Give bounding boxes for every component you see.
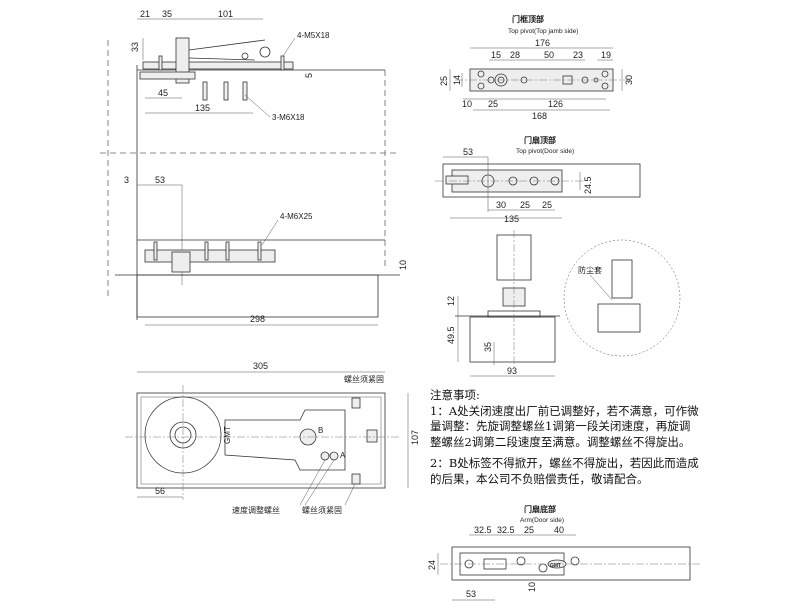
dim-49-5: 49.5 bbox=[446, 326, 456, 344]
dim-45: 45 bbox=[158, 88, 168, 98]
label-speed-adjust-screw: 速度调整螺丝 bbox=[232, 505, 280, 515]
side-elevation: 21 35 101 33 45 135 5 4-M5X18 3-M6X18 3 … bbox=[100, 9, 408, 326]
closer-zoom-body bbox=[597, 303, 641, 333]
top-door-title: 门扇顶部 bbox=[524, 135, 556, 145]
speed-screw-1 bbox=[320, 451, 330, 461]
dim-32-5: 32.5 bbox=[497, 525, 515, 535]
dim-40: 40 bbox=[554, 525, 564, 535]
dim-135: 135 bbox=[195, 103, 210, 113]
marker-a: A bbox=[340, 451, 346, 460]
section-detail: 12 49.5 35 93 防尘套 bbox=[446, 230, 681, 377]
screw-label-m5x18: 4-M5X18 bbox=[297, 31, 330, 40]
dim-93: 93 bbox=[507, 366, 517, 376]
plan-dimension-lines bbox=[137, 371, 409, 506]
dim-10: 10 bbox=[527, 582, 537, 592]
dim-305: 305 bbox=[253, 361, 268, 371]
arm-title: 门扇底部 bbox=[524, 504, 556, 514]
dim-25: 25 bbox=[439, 76, 449, 86]
dim-168: 168 bbox=[532, 111, 547, 121]
dim-24-5: 24.5 bbox=[583, 176, 593, 194]
top-door-subtitle: Top pivot(Door side) bbox=[516, 148, 574, 155]
dim-10: 10 bbox=[462, 99, 472, 109]
notes-heading: 注意事项: bbox=[430, 388, 480, 402]
label-screw-fasten-top: 螺丝须紧固 bbox=[344, 374, 384, 384]
floor-box bbox=[136, 274, 379, 318]
screws-m6x18 bbox=[202, 81, 248, 101]
door-rail bbox=[442, 163, 641, 198]
notes-panel: 注意事项: 1：A处关闭速度出厂前已调整好，若不满意，可作微量调整：先旋调整螺丝… bbox=[430, 388, 700, 493]
dim-56: 56 bbox=[155, 486, 165, 496]
top-plate bbox=[142, 61, 294, 70]
dim-50: 50 bbox=[544, 50, 554, 60]
dim-35: 35 bbox=[483, 342, 493, 352]
bottom-strap bbox=[144, 249, 276, 263]
arm-line bbox=[188, 39, 266, 51]
dim-32-5: 32.5 bbox=[474, 525, 492, 535]
dimension-lines bbox=[137, 18, 378, 326]
dim-28: 28 bbox=[510, 50, 520, 60]
screw-label-m6x18: 3-M6X18 bbox=[272, 113, 305, 122]
dim-3: 3 bbox=[124, 175, 129, 185]
screw-label-m6x25: 4-M6X25 bbox=[280, 212, 313, 221]
note-item-1: 1：A处关闭速度出厂前已调整好，若不满意，可作微量调整：先旋调整螺丝1调第一段关… bbox=[430, 403, 699, 449]
dim-101: 101 bbox=[218, 9, 233, 19]
door-top-insert bbox=[139, 71, 196, 80]
top-jamb-title: 门框顶部 bbox=[512, 14, 544, 24]
dim-135: 135 bbox=[504, 214, 519, 224]
dim-25: 25 bbox=[520, 200, 530, 210]
dim-298: 298 bbox=[250, 314, 265, 324]
closer-section-body bbox=[469, 316, 556, 363]
body-casting bbox=[224, 409, 346, 471]
screws-m6x25 bbox=[153, 241, 262, 261]
closer-body-outline bbox=[136, 392, 386, 489]
dim-107: 107 bbox=[410, 430, 420, 445]
dim-25: 25 bbox=[488, 99, 498, 109]
arm-line bbox=[188, 57, 256, 61]
arm-detail: 门扇底部 Arm(Door side) GMT 32.5 32.5 25 40 … bbox=[427, 504, 700, 601]
arm-pin bbox=[259, 46, 271, 58]
plan-view: B A GMT 305 107 56 螺丝须紧固 速度调整螺丝 螺丝须紧固 bbox=[125, 361, 420, 515]
arm-subtitle: Arm(Door side) bbox=[520, 517, 564, 524]
arm-door-rail bbox=[451, 546, 691, 581]
dim-12: 12 bbox=[446, 296, 456, 306]
dim-53: 53 bbox=[155, 175, 165, 185]
dim-5: 5 bbox=[304, 73, 314, 78]
dim-24: 24 bbox=[427, 560, 437, 570]
plan-logo: GMT bbox=[223, 426, 232, 444]
dim-53: 53 bbox=[463, 147, 473, 157]
marker-b: B bbox=[318, 426, 323, 435]
dim-30: 30 bbox=[624, 75, 634, 85]
dim-14: 14 bbox=[452, 75, 462, 85]
speed-screw-2 bbox=[329, 451, 339, 461]
dim-15: 15 bbox=[491, 50, 501, 60]
zoom-circle bbox=[563, 239, 681, 357]
dim-10: 10 bbox=[398, 260, 408, 270]
dim-176: 176 bbox=[535, 38, 550, 48]
note-item-2: 2：B处标签不得掀开，螺丝不得旋出，若因此而造成的后果，本公司不负赔偿责任，敬请… bbox=[430, 456, 699, 486]
arm-pin bbox=[241, 52, 249, 60]
screws-m5 bbox=[158, 55, 285, 71]
dim-23: 23 bbox=[573, 50, 583, 60]
label-screw-fasten-bottom: 螺丝须紧固 bbox=[302, 505, 342, 515]
dim-25: 25 bbox=[542, 200, 552, 210]
arm-logo: GMT bbox=[550, 563, 561, 569]
dim-126: 126 bbox=[548, 99, 563, 109]
top-jamb-detail: 门框顶部 Top pivot(Top jamb side) 176 15 28 … bbox=[439, 14, 634, 121]
dim-21: 21 bbox=[140, 9, 150, 19]
dim-19: 19 bbox=[601, 50, 611, 60]
dim-53: 53 bbox=[466, 589, 476, 599]
dim-25: 25 bbox=[524, 525, 534, 535]
dim-35: 35 bbox=[162, 9, 172, 19]
top-door-detail: 门扇顶部 Top pivot(Door side) 53 24.5 30 25 … bbox=[435, 135, 641, 224]
top-jamb-subtitle: Top pivot(Top jamb side) bbox=[508, 28, 578, 35]
label-dust-cover: 防尘套 bbox=[578, 265, 602, 275]
spindle-block bbox=[171, 251, 191, 273]
dim-33: 33 bbox=[130, 42, 140, 52]
dim-30: 30 bbox=[496, 200, 506, 210]
